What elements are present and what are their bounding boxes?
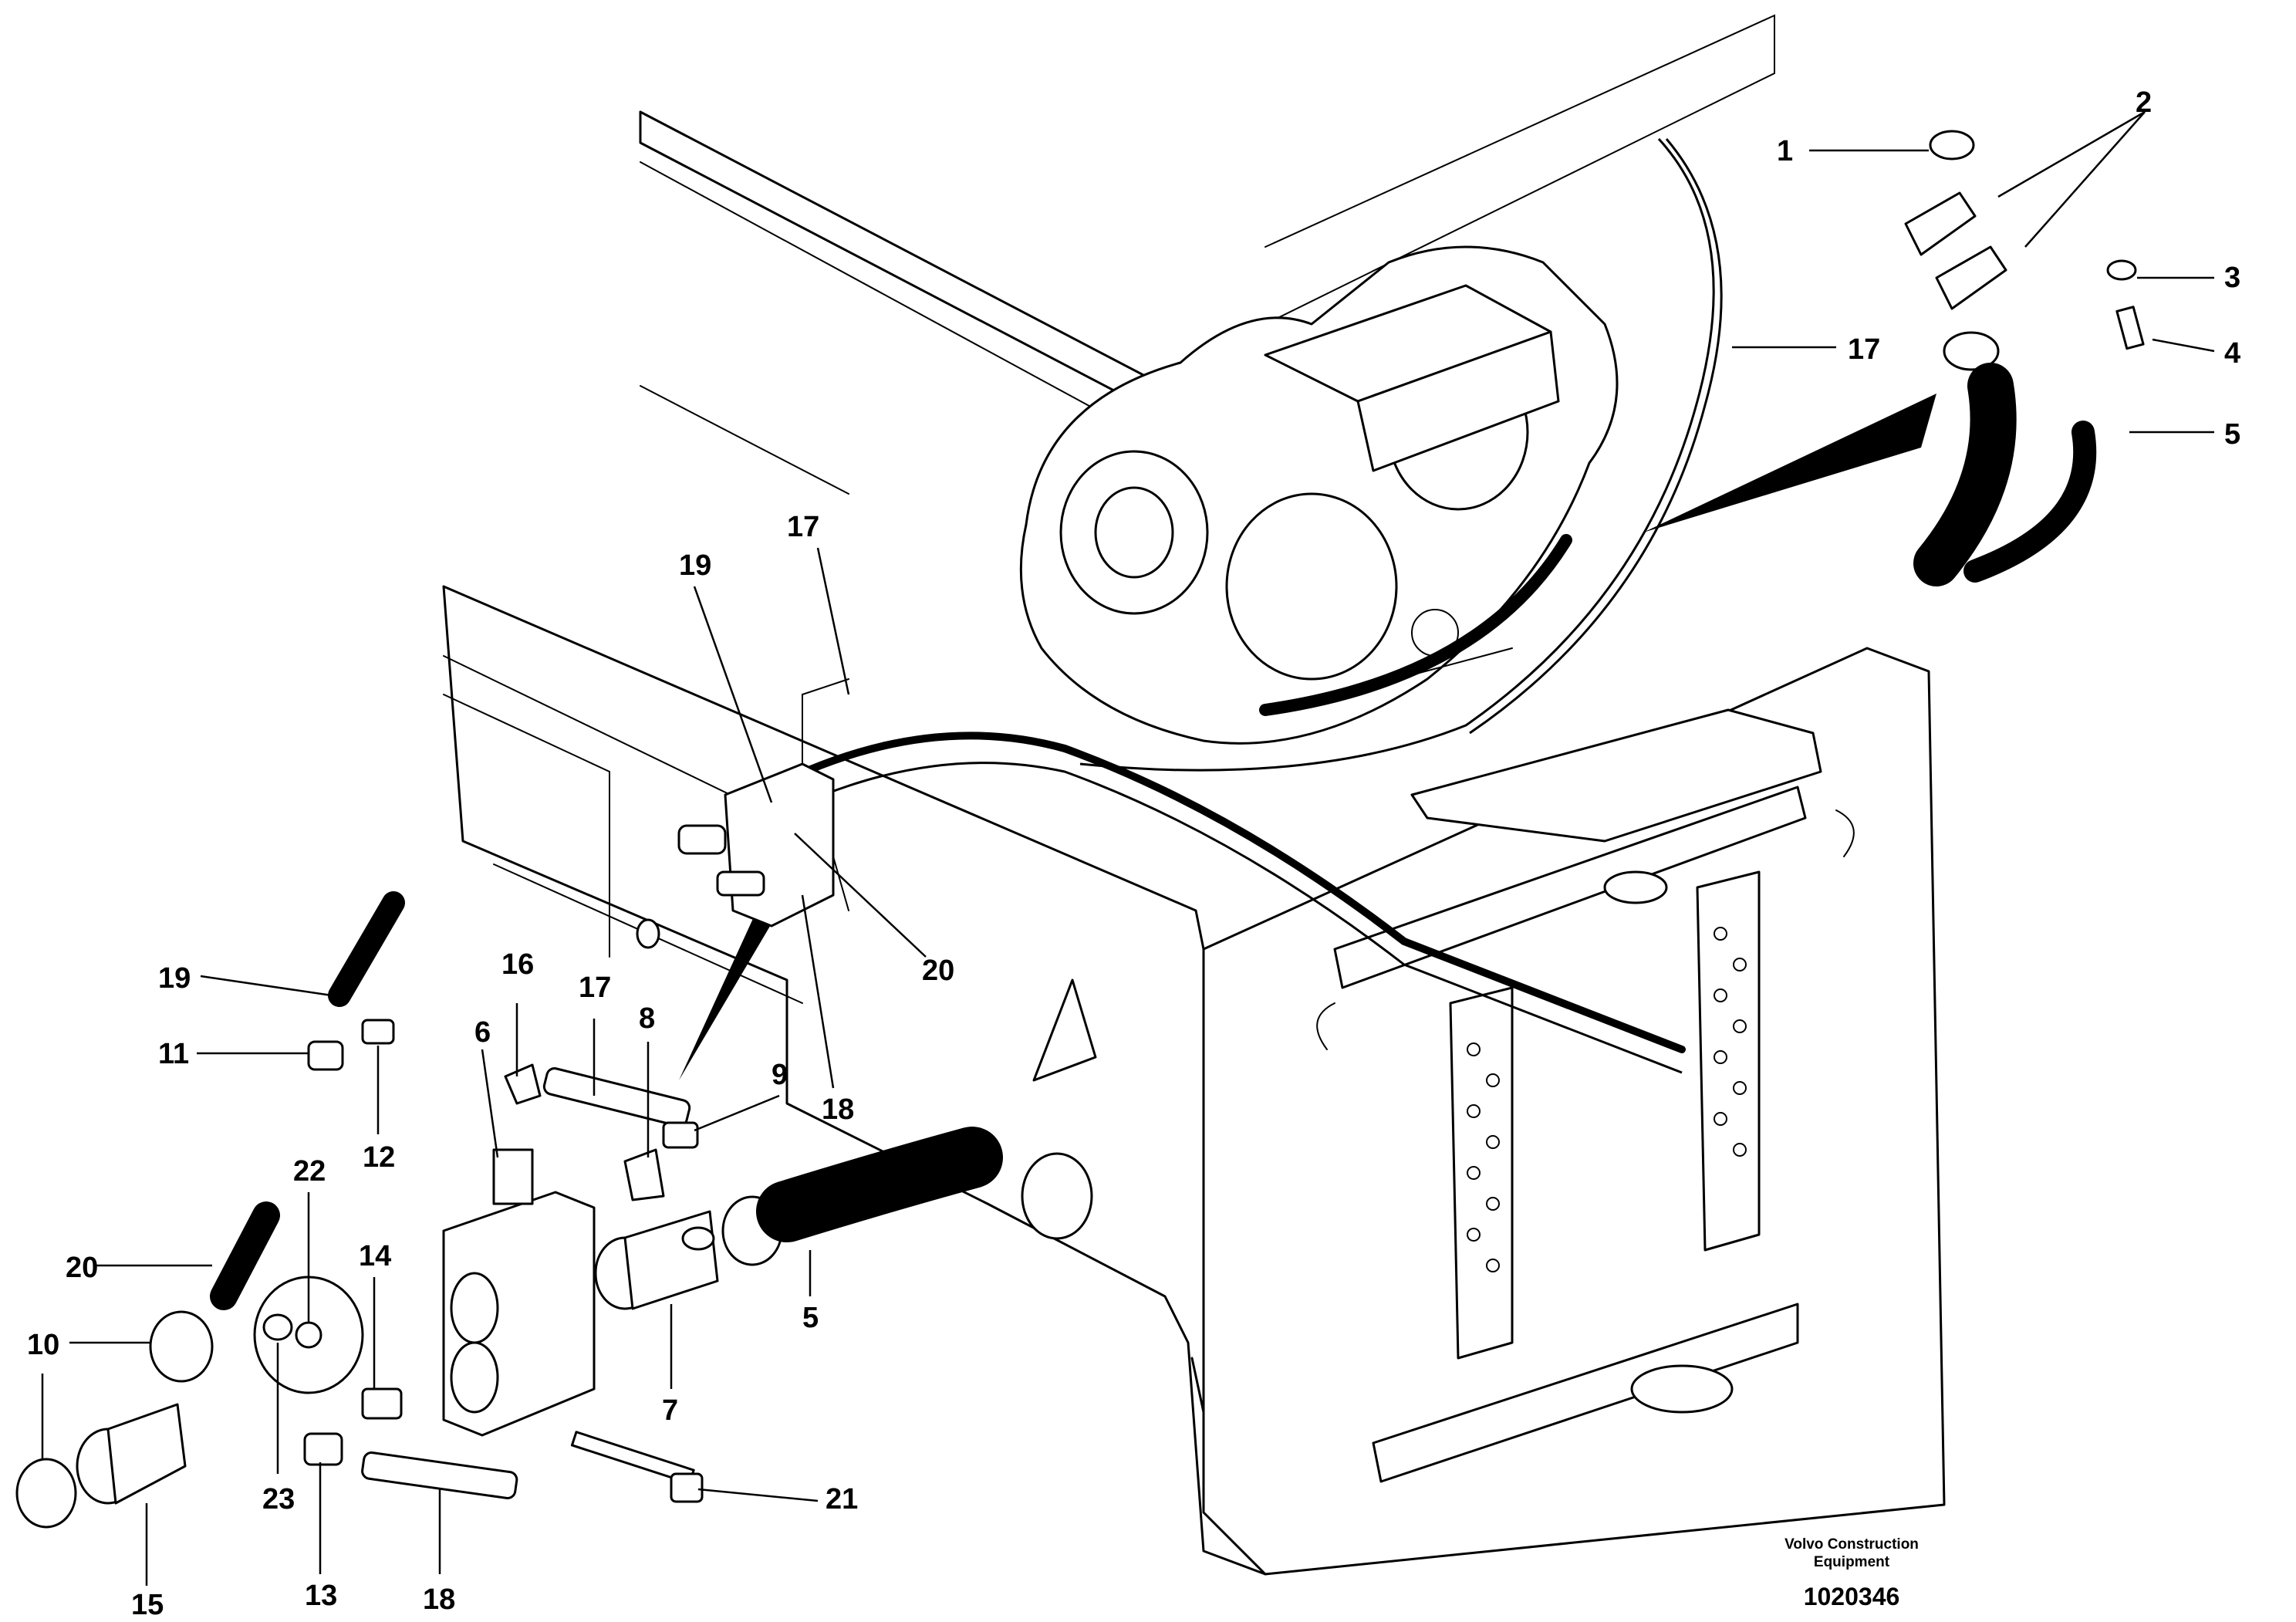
callout-1: 1 bbox=[1777, 135, 1793, 167]
callout-17-upper: 17 bbox=[1848, 333, 1880, 366]
part-4-screw bbox=[2115, 306, 2145, 350]
callout-12: 12 bbox=[363, 1141, 395, 1174]
part-13-elbow bbox=[303, 1432, 343, 1466]
part-15-tee bbox=[76, 1403, 187, 1505]
part-9-nipple bbox=[662, 1121, 699, 1149]
callout-19-lower: 19 bbox=[158, 962, 191, 995]
callout-7: 7 bbox=[662, 1394, 678, 1427]
part-22-plate bbox=[253, 1276, 364, 1394]
callout-16: 16 bbox=[501, 948, 534, 981]
callout-17-lower: 17 bbox=[579, 972, 611, 1004]
part-11-elbow bbox=[307, 1040, 344, 1071]
credit-line-1: Volvo Construction bbox=[1784, 1536, 1919, 1553]
callout-5-lower: 5 bbox=[802, 1302, 819, 1334]
part-21-bolt bbox=[570, 1431, 704, 1503]
callout-3: 3 bbox=[2224, 262, 2240, 294]
part-3-washer bbox=[2106, 259, 2137, 281]
callout-8: 8 bbox=[639, 1002, 655, 1035]
pointer-wedge-upper bbox=[1643, 394, 1936, 532]
callout-13: 13 bbox=[305, 1580, 337, 1612]
part-17-hose bbox=[542, 1067, 691, 1127]
callout-23: 23 bbox=[262, 1483, 295, 1516]
callout-5-upper: 5 bbox=[2224, 418, 2240, 451]
callout-labels: 1 2 3 4 5 17 17 19 20 18 19 11 12 16 17 … bbox=[27, 86, 2240, 1621]
part-16-elbow bbox=[504, 1063, 542, 1105]
part-5-hose-lower bbox=[721, 1127, 1003, 1266]
callout-18-lower: 18 bbox=[423, 1583, 455, 1616]
machine-frame bbox=[442, 14, 1946, 1576]
part-19-hose bbox=[328, 891, 405, 1007]
installed-hoses bbox=[768, 137, 1723, 1074]
part-7-tee bbox=[594, 1210, 719, 1310]
transmission-housing bbox=[1019, 245, 1619, 745]
drawing-number: 1020346 bbox=[1804, 1583, 1900, 1610]
callout-14: 14 bbox=[359, 1240, 391, 1272]
callout-21: 21 bbox=[826, 1483, 858, 1516]
part-10-nut-small bbox=[15, 1458, 77, 1529]
part-14-nipple bbox=[361, 1387, 403, 1420]
callout-11: 11 bbox=[158, 1038, 189, 1070]
credit-line-2: Equipment bbox=[1814, 1554, 1890, 1570]
part-1-o-ring bbox=[1929, 130, 1975, 161]
pointer-wedge-lower bbox=[679, 895, 779, 1080]
callout-20-lower: 20 bbox=[66, 1252, 98, 1284]
callout-10: 10 bbox=[27, 1329, 59, 1361]
callout-20-mid: 20 bbox=[922, 955, 954, 987]
part-23-plug bbox=[262, 1313, 293, 1341]
part-5-hose-upper bbox=[1913, 331, 2097, 586]
callout-18-mid: 18 bbox=[822, 1093, 854, 1126]
callout-22: 22 bbox=[293, 1155, 326, 1188]
part-8-elbow bbox=[623, 1148, 665, 1201]
part-6-control-valve bbox=[442, 1148, 596, 1437]
part-12-nipple bbox=[361, 1019, 395, 1045]
callout-4: 4 bbox=[2224, 337, 2240, 370]
part-18-hose bbox=[361, 1451, 518, 1499]
part-10-adapter bbox=[149, 1310, 214, 1383]
callout-9: 9 bbox=[772, 1059, 788, 1091]
footer: Volvo Construction Equipment 1020346 bbox=[1784, 1536, 1919, 1610]
part-2-split-flange bbox=[1904, 191, 2007, 310]
callout-17-mid: 17 bbox=[787, 511, 819, 543]
part-20-hose bbox=[210, 1201, 280, 1310]
callout-6: 6 bbox=[474, 1016, 491, 1049]
plate-holes bbox=[1467, 927, 1747, 1272]
callout-15: 15 bbox=[131, 1589, 164, 1621]
callout-19-mid: 19 bbox=[679, 549, 711, 582]
callout-2: 2 bbox=[2136, 86, 2152, 119]
installed-valve-block bbox=[677, 678, 849, 928]
leader-lines bbox=[41, 110, 2215, 1586]
